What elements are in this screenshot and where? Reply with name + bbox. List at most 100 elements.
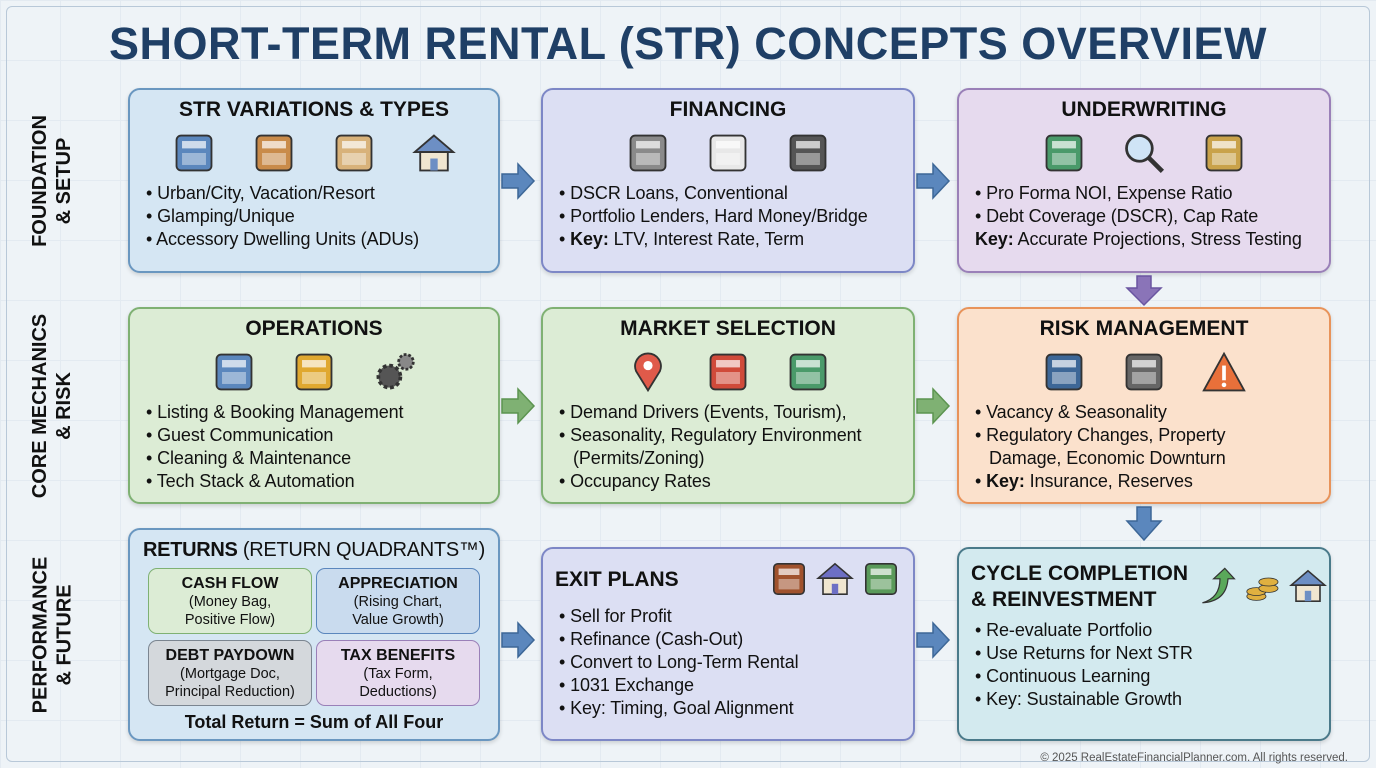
item-text: Cleaning & Maintenance: [157, 448, 352, 468]
list-item: Urban/City, Vacation/Resort: [146, 182, 486, 205]
house-icon: [411, 130, 457, 176]
magnifier-icon: [1121, 130, 1167, 176]
list-item: Demand Drivers (Events, Tourism),: [559, 401, 901, 424]
bullet-list: Vacancy & SeasonalityRegulatory Changes,…: [971, 401, 1317, 493]
quadrant-debt-paydown: DEBT PAYDOWN (Mortgage Doc, Principal Redu…: [148, 640, 312, 706]
card-returns: RETURNS (RETURN QUADRANTS™) CASH FLOW (Mo…: [128, 528, 500, 741]
phone-booking-icon: [211, 349, 257, 395]
list-item: Key: Insurance, Reserves: [975, 470, 1317, 493]
list-item: Key: Timing, Goal Alignment: [559, 697, 901, 720]
cash-icon: [861, 559, 901, 599]
bullet-list: Demand Drivers (Events, Tourism), Seasona…: [555, 401, 901, 493]
key-label: Key:: [975, 229, 1014, 249]
card-market: MARKET SELECTIONDemand Drivers (Events, …: [541, 307, 915, 504]
item-text: Insurance, Reserves: [1024, 471, 1193, 491]
item-text: Regulatory Changes, Property: [986, 425, 1226, 445]
item-text: Seasonality, Regulatory Environment: [570, 425, 862, 445]
quadrant-title: APPRECIATION: [338, 575, 458, 592]
list-item: Debt Coverage (DSCR), Cap Rate: [975, 205, 1317, 228]
broom-icon: [291, 349, 337, 395]
warning-icon: [1201, 349, 1247, 395]
item-text: Demand Drivers (Events, Tourism),: [570, 402, 847, 422]
item-text: Glamping/Unique: [157, 206, 295, 226]
list-item: Portfolio Lenders, Hard Money/Bridge: [559, 205, 901, 228]
key-label: Key:: [570, 229, 609, 249]
row-label-core: CORE MECHANICS & RISK: [22, 307, 82, 504]
card-cycle: CYCLE COMPLETION & REINVESTMENT Re-evalu…: [957, 547, 1331, 741]
item-text: Guest Communication: [157, 425, 334, 445]
row-label-foundation: FOUNDATION & SETUP: [22, 88, 82, 273]
list-item: DSCR Loans, Conventional: [559, 182, 901, 205]
list-item: Tech Stack & Automation: [146, 470, 486, 493]
page-title: SHORT-TERM RENTAL (STR) CONCEPTS OVERVIE…: [108, 18, 1268, 69]
returns-title: RETURNS (RETURN QUADRANTS™): [130, 538, 498, 562]
calculator-icon: [785, 130, 831, 176]
item-text: (Permits/Zoning): [573, 448, 705, 468]
list-item: Key: Accurate Projections, Stress Testin…: [975, 228, 1317, 251]
copyright-footer: © 2025 RealEstateFinancialPlanner.com. A…: [1040, 752, 1348, 764]
item-text: LTV, Interest Rate, Term: [608, 229, 804, 249]
list-item: Continuous Learning: [975, 665, 1317, 688]
item-text: Key: Timing, Goal Alignment: [570, 698, 794, 718]
item-text: Accurate Projections, Stress Testing: [1013, 229, 1302, 249]
up-arrow-icon: [1196, 566, 1236, 606]
item-text: Debt Coverage (DSCR), Cap Rate: [986, 206, 1259, 226]
card-variations: STR VARIATIONS & TYPES Urban/City, Vacati…: [128, 88, 500, 273]
percent-document-icon: [705, 130, 751, 176]
card-title: CYCLE COMPLETION & REINVESTMENT: [971, 562, 1189, 611]
item-text: Accessory Dwelling Units (ADUs): [156, 229, 420, 249]
list-item: Convert to Long-Term Rental: [559, 651, 901, 674]
list-item: Occupancy Rates: [559, 470, 901, 493]
coins-icon: [1242, 566, 1282, 606]
key-label: Key:: [986, 471, 1025, 491]
list-item: 1031 Exchange: [559, 674, 901, 697]
card-title: EXIT PLANS: [555, 568, 679, 591]
bullet-list: Listing & Booking ManagementGuest Commun…: [142, 401, 486, 493]
item-text: Re-evaluate Portfolio: [986, 620, 1153, 640]
card-title: UNDERWRITING: [1061, 98, 1227, 121]
quadrant-title: DEBT PAYDOWN: [165, 647, 295, 664]
card-title: OPERATIONS: [245, 317, 383, 340]
quadrant-tax-benefits: TAX BENEFITS(Tax Form,Deductions): [316, 640, 480, 706]
bullet-list: Sell for ProfitRefinance (Cash-Out)Conve…: [555, 605, 901, 720]
item-text: Listing & Booking Management: [157, 402, 404, 422]
item-text: Damage, Economic Downturn: [989, 448, 1226, 468]
card-exit: EXIT PLANS Sell for ProfitRefinance (Cas…: [541, 547, 915, 741]
item-text: Pro Forma NOI, Expense Ratio: [986, 183, 1233, 203]
quadrant-cash-flow: CASH FLOW (Money Bag, Positive Flow): [148, 568, 312, 634]
bar-chart-icon: [785, 349, 831, 395]
item-text: DSCR Loans, Conventional: [570, 183, 788, 203]
frame: [6, 6, 1370, 762]
total-return: Total Return = Sum of All Four: [184, 712, 444, 732]
bullet-list: DSCR Loans, ConventionalPortfolio Lender…: [555, 182, 901, 251]
quadrant-line: Principal Reduction): [165, 684, 295, 700]
quadrant-line: (Mortgage Doc,: [180, 666, 280, 682]
list-item: Key: LTV, Interest Rate, Term: [559, 228, 901, 251]
card-underwriting: UNDERWRITING Pro Forma NOI, Expense Ratio…: [957, 88, 1331, 273]
item-text: Convert to Long-Term Rental: [570, 652, 799, 672]
list-item: Cleaning & Maintenance: [146, 447, 486, 470]
gears-icon: [371, 349, 417, 395]
house-icon: [1288, 566, 1328, 606]
returns-title-rest: (RETURN QUADRANTS™): [237, 539, 485, 561]
padlock-icon: [1121, 349, 1167, 395]
list-item: (Permits/Zoning): [559, 447, 901, 470]
quadrant-line: (Money Bag,: [188, 594, 272, 610]
quadrant-line: Positive Flow): [184, 612, 276, 628]
item-text: Tech Stack & Automation: [156, 471, 355, 491]
list-item: Guest Communication: [146, 424, 486, 447]
card-title: STR VARIATIONS & TYPES: [179, 98, 449, 121]
quadrant-title: CASH FLOW: [181, 575, 279, 592]
door-exit-icon: [769, 559, 809, 599]
scales-icon: [1201, 130, 1247, 176]
item-text: Use Returns for Next STR: [986, 643, 1193, 663]
item-text: Refinance (Cash-Out): [570, 629, 744, 649]
item-text: 1031 Exchange: [570, 675, 694, 695]
row-label-text: PERFORMANCE & FUTURE: [29, 556, 76, 713]
list-item: Seasonality, Regulatory Environment: [559, 424, 901, 447]
quadrant-line: (Tax Form,: [363, 666, 433, 682]
list-item: Re-evaluate Portfolio: [975, 619, 1317, 642]
list-item: Use Returns for Next STR: [975, 642, 1317, 665]
item-text: Urban/City, Vacation/Resort: [157, 183, 375, 203]
item-text: Occupancy Rates: [570, 471, 711, 491]
